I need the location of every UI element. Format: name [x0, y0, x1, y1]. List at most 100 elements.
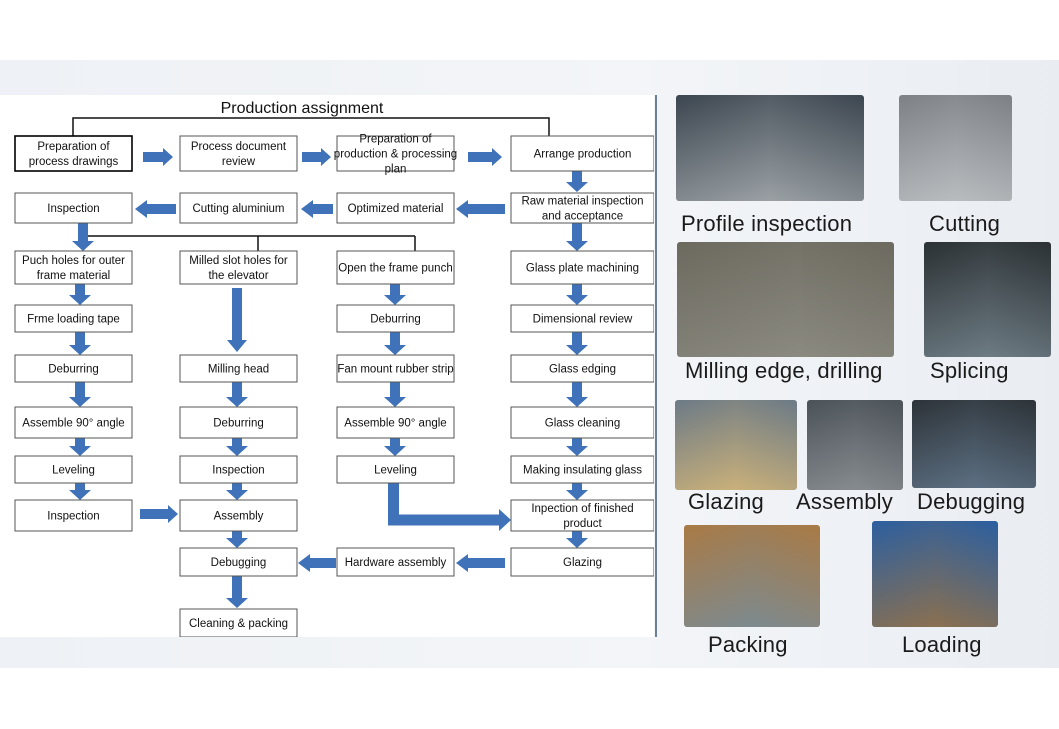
step-fan-mount: Fan mount rubber strip — [336, 354, 455, 383]
step-open-frame: Open the frame punch — [336, 250, 455, 285]
step-label: Glass plate machining — [526, 263, 639, 275]
step-label: Assemble 90° angle — [344, 418, 446, 430]
cutting-photo — [899, 95, 1012, 201]
step-inspection-top: Inspection — [14, 192, 133, 224]
milling-drilling-photo — [677, 242, 894, 357]
step-label: frame material — [37, 270, 111, 282]
debugging-photo — [912, 400, 1036, 488]
caption-debugging: Debugging — [917, 489, 1026, 514]
step-label: Assembly — [214, 511, 264, 523]
step-frme-tape: Frme loading tape — [14, 304, 133, 333]
arrow-down-m1 — [227, 288, 247, 352]
arrow-down-r4 — [566, 382, 588, 407]
arrow-down-m6 — [226, 576, 248, 608]
step-label: Process document — [191, 141, 287, 153]
arrow-down-r2 — [566, 284, 588, 305]
step-label: Cleaning & packing — [189, 618, 288, 630]
step-label: Milling head — [208, 364, 269, 376]
step-hardware: Hardware assembly — [336, 547, 455, 577]
step-label: Assemble 90° angle — [22, 418, 124, 430]
caption-packing: Packing — [708, 632, 788, 657]
arrow-down-insp — [72, 223, 94, 251]
step-label: Making insulating glass — [523, 465, 642, 477]
step-label: Optimized material — [348, 203, 444, 215]
step-label: Debugging — [211, 557, 267, 569]
step-assemble-a: Assemble 90° angle — [14, 406, 133, 439]
glazing-photo — [675, 400, 797, 490]
arrow-down-c2 — [384, 332, 406, 355]
panel-divider — [655, 95, 657, 637]
step-label: Raw material inspection — [521, 196, 643, 208]
arrow-down-r6 — [566, 483, 588, 500]
step-arrange: Arrange production — [510, 135, 654, 172]
arrow-down-l1 — [69, 284, 91, 305]
arrow-right-3 — [468, 148, 502, 166]
arrow-left-glazing-hardware — [456, 554, 505, 572]
packing-photo — [684, 525, 820, 627]
step-label: Preparation of — [359, 134, 432, 146]
caption-cutting: Cutting — [929, 211, 1001, 236]
step-label: Dimensional review — [533, 314, 633, 326]
arrow-right-insp-assembly — [140, 505, 178, 523]
step-milling-head: Milling head — [179, 354, 298, 383]
step-label: Puch holes for outer — [22, 255, 125, 267]
step-punch-outer: Puch holes for outer frame material — [14, 250, 133, 285]
step-inspection-a: Inspection — [14, 499, 133, 532]
arrow-down-r7 — [566, 531, 588, 548]
step-label: product — [563, 518, 602, 530]
step-glass-cleaning: Glass cleaning — [510, 406, 654, 439]
step-label: Open the frame punch — [338, 263, 452, 275]
step-assembly: Assembly — [179, 499, 298, 532]
arrow-down-c1 — [384, 284, 406, 305]
step-label: Fan mount rubber strip — [337, 364, 453, 376]
step-glass-edging: Glass edging — [510, 354, 654, 383]
step-label: production & processing — [334, 149, 457, 161]
connector-title-line — [72, 117, 550, 136]
caption-profile-inspection: Profile inspection — [681, 211, 853, 236]
step-deburr-b: Deburring — [179, 406, 298, 439]
arrow-down-m2 — [226, 382, 248, 407]
production-flowchart: Production assignment Preparation of proc… — [14, 100, 654, 637]
step-label: Inspection — [212, 465, 264, 477]
arrow-down-c4 — [384, 438, 406, 456]
arrow-down-l2 — [69, 332, 91, 355]
splicing-photo — [924, 242, 1051, 357]
step-prep-plan: Preparation of production & processing pla… — [334, 134, 457, 176]
step-label: Frme loading tape — [27, 314, 120, 326]
step-label: Deburring — [213, 418, 264, 430]
flowchart-title: Production assignment — [221, 100, 384, 117]
arrow-down-l4 — [69, 438, 91, 456]
step-glass-plate: Glass plate machining — [510, 250, 654, 285]
step-label: Hardware assembly — [345, 557, 447, 569]
step-label: plan — [385, 164, 407, 176]
step-label: Inspection — [47, 203, 99, 215]
step-optimized: Optimized material — [336, 192, 455, 224]
step-leveling-a: Leveling — [14, 455, 133, 484]
step-label: and acceptance — [542, 211, 623, 223]
step-leveling-c: Leveling — [336, 455, 455, 484]
arrow-left-1 — [456, 200, 505, 218]
caption-assembly: Assembly — [796, 489, 893, 514]
step-glazing: Glazing — [510, 547, 654, 577]
step-assemble-c: Assemble 90° angle — [336, 406, 455, 439]
arrow-down-r5 — [566, 438, 588, 456]
arrow-elbow-leveling-finished — [388, 483, 511, 531]
step-label: the elevator — [208, 270, 268, 282]
step-label: Leveling — [52, 465, 95, 477]
step-label: Deburring — [48, 364, 99, 376]
profile-inspection-photo — [676, 95, 864, 201]
arrow-down-l5 — [69, 483, 91, 500]
step-label: Arrange production — [534, 149, 632, 161]
step-debugging: Debugging — [179, 547, 298, 577]
step-label: Glass cleaning — [545, 418, 620, 430]
step-cutting: Cutting aluminium — [179, 192, 298, 224]
step-label: process drawings — [29, 156, 119, 168]
caption-loading: Loading — [902, 632, 982, 657]
arrow-right-2 — [302, 148, 331, 166]
step-label: Cutting aluminium — [192, 203, 284, 215]
step-raw-material: Raw material inspection and acceptance — [510, 192, 654, 224]
step-cleaning: Cleaning & packing — [179, 608, 298, 637]
